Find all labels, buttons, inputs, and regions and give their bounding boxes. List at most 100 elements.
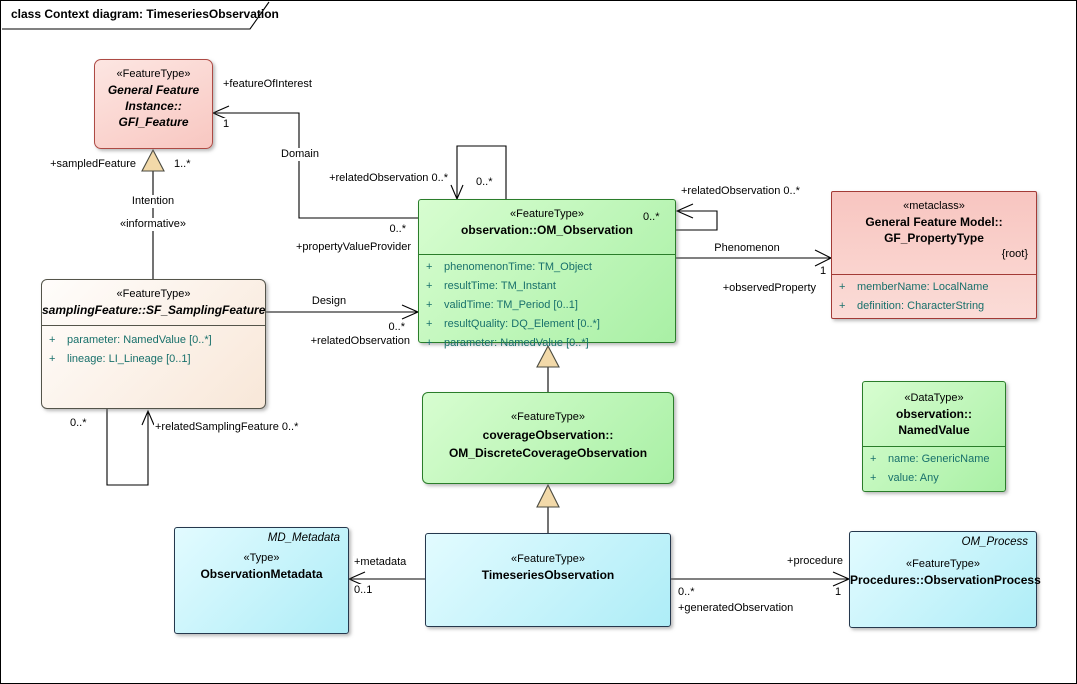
stereotype: «FeatureType» xyxy=(906,558,980,570)
generalization-timeseries-to-coverage[interactable] xyxy=(536,483,560,535)
assoc-related-observation-right-arrowhead[interactable] xyxy=(675,203,694,219)
classifier-name: OM_Process xyxy=(961,536,1028,548)
assoc-intention-triangle-arrowhead[interactable] xyxy=(141,148,165,172)
assoc-related-sampling-feature-arrowhead[interactable] xyxy=(141,409,155,426)
assoc-related-observation-top-line[interactable] xyxy=(456,145,507,199)
attribute-text: resultQuality: DQ_Element [0..*] xyxy=(444,318,600,330)
class-gfi-feature[interactable]: «FeatureType» General Feature Instance::… xyxy=(94,59,213,149)
assoc-domain[interactable] xyxy=(211,105,418,219)
attribute: +memberName: LocalName xyxy=(832,278,1036,297)
diagram-frame-tab xyxy=(2,1,270,30)
assoc-multiplicity-label: 1 xyxy=(819,265,828,278)
generalization-coverage-triangle[interactable] xyxy=(536,344,560,368)
attribute: + resultQuality: DQ_Element [0..*] xyxy=(419,315,675,334)
attribute-text: value: Any xyxy=(888,472,939,484)
assoc-related-observation-right-line[interactable] xyxy=(676,210,718,231)
attribute-text: name: GenericName xyxy=(888,453,990,465)
attribute-text: parameter: NamedValue [0..*] xyxy=(67,334,212,346)
visibility: + xyxy=(426,318,433,330)
visibility: + xyxy=(839,281,846,293)
attribute: +definition: CharacterString xyxy=(832,297,1036,316)
assoc-name-label: Intention xyxy=(130,195,176,208)
assoc-metadata[interactable] xyxy=(347,571,425,587)
attribute: +resultTime: TM_Instant xyxy=(419,277,675,296)
class-name: ObservationMetadata xyxy=(200,567,323,581)
attribute-text: lineage: LI_Lineage [0..1] xyxy=(67,353,191,365)
root-tag: {root} xyxy=(1001,248,1028,260)
assoc-role-label: +propertyValueProvider xyxy=(294,241,412,254)
assoc-name-label: Domain xyxy=(280,148,320,161)
assoc-name-label: Design xyxy=(310,295,348,308)
attribute-text: resultTime: TM_Instant xyxy=(444,280,556,292)
class-name: TimeseriesObservation xyxy=(481,568,615,582)
assoc-multiplicity-label: 0..* xyxy=(387,321,406,334)
attribute-compartment: +phenomenonTime: TM_Object +resultTime: … xyxy=(419,254,675,353)
class-name-line: General Feature Model:: xyxy=(865,215,1003,229)
generalization-timeseries-triangle[interactable] xyxy=(536,483,560,508)
assoc-role-label: +relatedObservation 0..* xyxy=(680,185,801,198)
attribute-text: phenomenonTime: TM_Object xyxy=(444,261,592,273)
class-name-line: Instance:: xyxy=(125,99,182,113)
assoc-multiplicity-label: 1..* xyxy=(173,158,192,171)
stereotype: «FeatureType» xyxy=(116,68,191,80)
assoc-multiplicity-label: 0..* xyxy=(475,176,494,189)
attribute-compartment: + parameter: NamedValue [0..*] + lineage: … xyxy=(42,325,265,369)
class-named-value[interactable]: «DataType» observation:: NamedValue + nam… xyxy=(862,381,1006,492)
assoc-multiplicity-label: 0..* xyxy=(388,223,407,236)
stereotype: «FeatureType» xyxy=(511,411,585,423)
assoc-related-sampling-feature[interactable] xyxy=(106,409,155,486)
assoc-role-label: +observedProperty xyxy=(721,282,817,295)
class-name: samplingFeature::SF_SamplingFeature xyxy=(42,303,266,317)
assoc-related-observation-right[interactable] xyxy=(675,203,718,231)
attribute-text: parameter: NamedValue [0..*] xyxy=(444,337,589,349)
class-timeseries-observation[interactable]: «FeatureType» TimeseriesObservation xyxy=(425,533,671,627)
assoc-multiplicity-label: 1 xyxy=(834,586,843,599)
assoc-metadata-arrowhead[interactable] xyxy=(347,571,366,587)
attribute: +validTime: TM_Period [0..1] xyxy=(419,296,675,315)
class-om-observation[interactable]: «FeatureType» observation::OM_Observatio… xyxy=(418,199,676,349)
visibility: + xyxy=(426,261,433,273)
assoc-role-label: +featureOfInterest xyxy=(222,78,313,91)
class-gf-property-type[interactable]: «metaclass» General Feature Model:: GF_P… xyxy=(831,191,1037,319)
assoc-domain-arrowhead[interactable] xyxy=(211,105,230,121)
class-name-line: NamedValue xyxy=(898,423,970,437)
stereotype: «FeatureType» xyxy=(510,208,584,220)
assoc-role-label: +metadata xyxy=(353,556,408,569)
assoc-related-observation-top[interactable] xyxy=(450,145,507,201)
class-observation-process[interactable]: OM_Process «FeatureType» Procedures::Obs… xyxy=(849,531,1041,628)
stereotype: «FeatureType» xyxy=(116,288,191,300)
generalization-coverage-to-observation[interactable] xyxy=(536,344,560,392)
attribute: + phenomenonTime: TM_Object xyxy=(419,258,675,277)
attribute: + value: Any xyxy=(863,469,1005,488)
attribute: + lineage: LI_Lineage [0..1] xyxy=(42,350,265,369)
visibility: + xyxy=(870,472,877,484)
assoc-name-label: Phenomenon xyxy=(713,242,781,255)
class-sf-sampling-feature[interactable]: «FeatureType» samplingFeature::SF_Sampli… xyxy=(41,279,266,409)
assoc-role-label: +relatedObservation 0..* xyxy=(328,172,449,185)
classifier-name: MD_Metadata xyxy=(267,532,340,544)
class-name: observation::OM_Observation xyxy=(460,223,634,237)
assoc-multiplicity-label: 0..1 xyxy=(353,584,374,597)
assoc-role-label: +procedure xyxy=(786,555,844,568)
stereotype: «metaclass» xyxy=(903,200,965,212)
attribute-text: definition: CharacterString xyxy=(857,300,985,312)
assoc-intention[interactable] xyxy=(141,148,165,279)
visibility: + xyxy=(49,334,56,346)
visibility: + xyxy=(49,353,56,365)
class-name-line: OM_DiscreteCoverageObservation xyxy=(448,446,648,460)
class-name-line: GF_PropertyType xyxy=(884,231,984,245)
assoc-procedure[interactable] xyxy=(671,571,851,587)
assoc-role-label: +generatedObservation xyxy=(677,602,795,615)
class-om-discrete-coverage-observation[interactable]: «FeatureType» coverageObservation:: OM_D… xyxy=(422,392,674,484)
assoc-role-label: +sampledFeature xyxy=(49,158,137,171)
stereotype: «Type» xyxy=(243,552,280,564)
class-name-line: observation:: xyxy=(895,407,972,421)
class-observation-metadata[interactable]: MD_Metadata «Type» ObservationMetadata xyxy=(174,527,349,634)
assoc-related-sampling-feature-line[interactable] xyxy=(106,409,149,486)
assoc-domain-line[interactable] xyxy=(213,112,418,219)
stereotype: «DataType» xyxy=(904,392,964,404)
assoc-role-label: +relatedObservation xyxy=(309,335,411,348)
class-name-line: coverageObservation:: xyxy=(482,428,614,442)
